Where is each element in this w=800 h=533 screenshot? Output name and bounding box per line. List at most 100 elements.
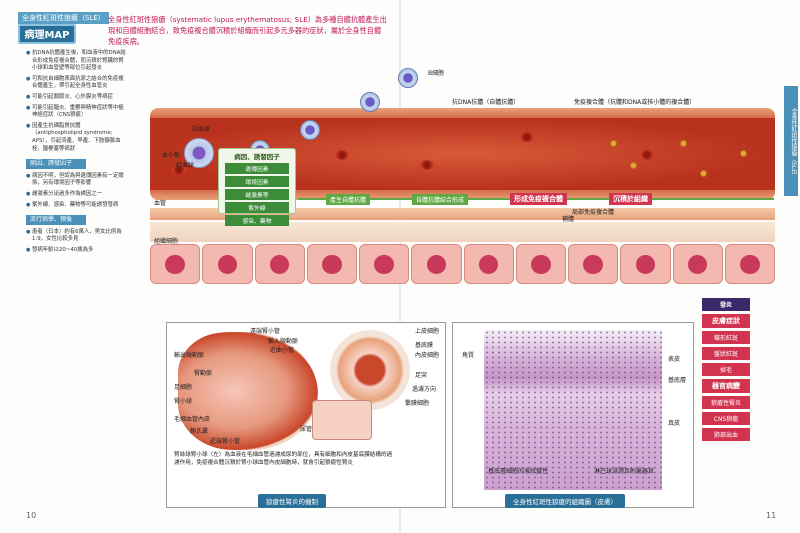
factor-item: 雌激素等 — [225, 189, 289, 200]
glomerulus-zoom — [312, 400, 372, 440]
flow-step: 形成免疫複合體 — [510, 193, 567, 205]
symptoms-heading: 皮膚症狀 — [702, 314, 750, 328]
label-tissue: 組織細胞 — [154, 236, 178, 245]
b-cell-icon — [360, 92, 380, 112]
organ-item: CNS狼瘡 — [702, 412, 750, 425]
skin-caption: 全身性紅斑性狼瘡的組織圖（皮膚） — [505, 494, 625, 508]
immune-complex-icon — [610, 140, 617, 147]
glom-label: 內皮細胞 — [415, 350, 439, 359]
map-title: 病理MAP — [18, 24, 76, 44]
tissue-cell — [725, 244, 775, 284]
section-epi-heading: 流行病學、預後 — [26, 215, 86, 225]
glom-label: 基底膜 — [415, 340, 433, 349]
label-anti-dna: 抗DNA抗體（自體抗體） — [452, 97, 519, 106]
kidney-label: 近曲小管 — [270, 345, 294, 354]
clinical-box: 發炎 皮膚症狀 蝶形紅斑 盤狀紅斑 掉毛 器官病變 狼瘡性腎炎 CNS狼瘡 肺部… — [702, 298, 750, 444]
immune-complex-icon — [630, 162, 637, 169]
label-vessel: 血管 — [154, 198, 166, 207]
kidney-label: 腎動脈 — [194, 368, 212, 377]
organ-heading: 器官病變 — [702, 379, 750, 393]
page-number-right: 11 — [766, 511, 776, 520]
kidney-label: 輸入微動脈 — [268, 336, 298, 345]
label-complement: 補體 — [562, 214, 574, 223]
symptom-item: 掉毛 — [702, 363, 750, 376]
skin-label: 基底層細胞的液狀變性 — [488, 466, 548, 475]
glom-label: 繫膜細胞 — [405, 398, 429, 407]
skin-label: 淋巴球浸潤及附屬器官 — [594, 466, 654, 475]
inflammation-label: 發炎 — [702, 298, 750, 311]
sidebar-item: 可和抗自細胞表面抗原之結合的免疫複合體產生，帶引起全身性血管炎 — [26, 76, 126, 91]
glom-label: 過濾方向 — [412, 384, 436, 393]
sidebar-item: 可能引起腦炎、重鬱與精神症狀等中樞神經症狀（CNS狼瘡） — [26, 105, 126, 120]
factor-item: 環境因素 — [225, 176, 289, 187]
kidney-label: 毛細血管內皮 — [174, 414, 210, 423]
factor-title: 病因、誘發因子 — [223, 151, 291, 161]
tissue-cell — [255, 244, 305, 284]
kidney-note: 腎絲球腎小球（左）為血液在毛細血管過濾成尿的部位，具有細胞和內皮基底膜結構的過濾… — [174, 452, 394, 467]
kidney-label: 近端腎小管 — [210, 436, 240, 445]
organ-item: 肺部出血 — [702, 428, 750, 441]
tissue-cells — [150, 244, 775, 284]
tissue-cell — [673, 244, 723, 284]
red-blood-cell-icon — [520, 132, 534, 142]
factor-item: 遺傳因素 — [225, 163, 289, 174]
kidney-label: 尿管 — [300, 424, 312, 433]
tissue-cell — [307, 244, 357, 284]
tissue-cell — [464, 244, 514, 284]
cause-item: 病因不明，但認為與遺傳因素有一定關係，另有環境因子等影響 — [26, 173, 126, 188]
kidney-label: 腎小球 — [174, 396, 192, 405]
tissue-cell — [516, 244, 566, 284]
skin-label: 真皮 — [668, 418, 680, 427]
page-number-left: 10 — [26, 511, 36, 520]
epi-item: 患者（日本）約有6萬人，男女比例為1:9，女性比較多見 — [26, 229, 126, 244]
tissue-cell — [359, 244, 409, 284]
glom-label: 足突 — [415, 370, 427, 379]
cause-item: 紫外線、感染、藥物等可能誘發發病 — [26, 202, 126, 210]
cause-item: 雌激素分泌過多作為誘因之一 — [26, 191, 126, 199]
flow-step: 產生自體抗體 — [326, 194, 370, 205]
glomerulus-illustration — [330, 330, 410, 410]
pathology-flow: 產生自體抗體 自體抗體結合形成 形成免疫複合體 沉積於組織 — [298, 193, 774, 205]
label-wbc: 白血球 — [192, 124, 210, 133]
section-cause-heading: 病因、誘發因子 — [26, 159, 86, 169]
tissue-cell — [568, 244, 618, 284]
flow-step: 自體抗體結合形成 — [412, 194, 468, 205]
kidney-label: 鮑氏囊 — [190, 426, 208, 435]
sidebar-item: 因產生抗磷脂質抗體（antiphospholipid syndrome; APS… — [26, 123, 126, 153]
kidney-label: 遠端腎小管 — [250, 326, 280, 335]
b-cell-icon — [398, 68, 418, 88]
skin-label: 表皮 — [668, 354, 680, 363]
factor-box: 病因、誘發因子 遺傳因素 環境因素 雌激素等 紫外線 感染、藥物 — [218, 148, 296, 214]
red-blood-cell-icon — [420, 160, 434, 170]
symptom-item: 蝶形紅斑 — [702, 331, 750, 344]
symptom-item: 盤狀紅斑 — [702, 347, 750, 360]
immune-complex-icon — [740, 150, 747, 157]
sidebar-item: 可能引起關節炎、心外膜炎等病症 — [26, 94, 126, 102]
glom-label: 上皮細胞 — [415, 326, 439, 335]
label-rbc: 紅血球 — [176, 160, 194, 169]
b-cell-icon — [300, 120, 320, 140]
chapter-side-tab: 全身性紅斑性狼瘡（SLE） — [784, 86, 798, 196]
epi-item: 發病年齡以20~40歲為多 — [26, 247, 126, 255]
sidebar: 抗DNA抗體產生後，和血液中的DNA結合形成免疫複合體，而沉積於腎臟的腎小球和血… — [26, 50, 126, 257]
label-inflam-site: 局部免疫複合體 — [572, 207, 614, 216]
intro-text: 全身性紅斑性狼瘡（systematic lupus erythematosus;… — [108, 14, 388, 47]
tissue-cell — [150, 244, 200, 284]
factor-item: 感染、藥物 — [225, 215, 289, 226]
skin-label: 角質 — [462, 350, 474, 359]
kidney-label: 輸出微動脈 — [174, 350, 204, 359]
immune-complex-icon — [700, 170, 707, 177]
sidebar-item: 抗DNA抗體產生後，和血液中的DNA結合形成免疫複合體，而沉積於腎臟的腎小球和血… — [26, 50, 126, 73]
red-blood-cell-icon — [335, 150, 349, 160]
chapter-tag: 全身性紅斑性狼瘡（SLE） — [18, 12, 109, 24]
tissue-cell — [202, 244, 252, 284]
factor-item: 紫外線 — [225, 202, 289, 213]
organ-item: 狼瘡性腎炎 — [702, 396, 750, 409]
tissue-cell — [620, 244, 670, 284]
tissue-cell — [411, 244, 461, 284]
kidney-caption: 狼瘡性腎炎的機制 — [258, 494, 326, 508]
label-immune-complex: 免疫複合體（抗體和DNA或核小體的複合體） — [574, 97, 695, 106]
flow-step: 沉積於組織 — [609, 193, 652, 205]
skin-label: 基底層 — [668, 375, 686, 384]
